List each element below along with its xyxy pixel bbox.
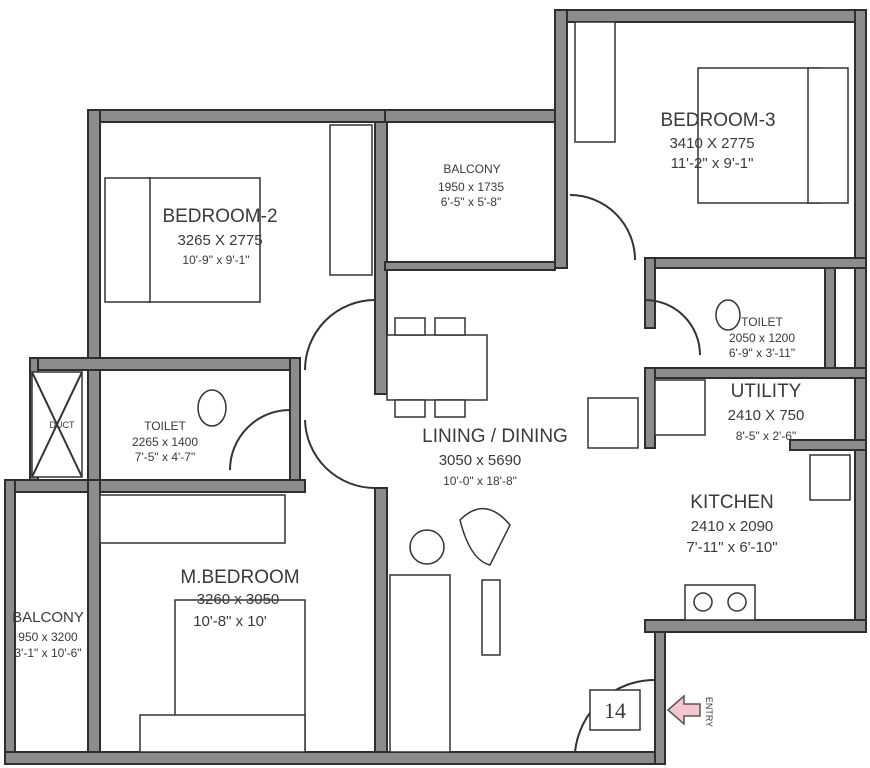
utility-mm: 2410 X 750	[728, 407, 805, 424]
balcony-left-mm: 950 x 3200	[18, 630, 78, 644]
unit-number-box	[589, 689, 641, 731]
balcony-left-ft: 3'-1" x 10'-6"	[14, 646, 81, 660]
balcony-left-name: BALCONY	[12, 609, 84, 626]
kitchen-name: KITCHEN	[690, 492, 773, 513]
bedroom3-mm: 3410 X 2775	[669, 135, 754, 152]
living-mm: 3050 x 5690	[439, 452, 522, 469]
toilet-left-mm: 2265 x 1400	[132, 435, 198, 449]
utility-name: UTILITY	[731, 381, 802, 402]
toilet-right-name: TOILET	[741, 315, 783, 329]
balcony-top-ft: 6'-5" x 5'-8"	[441, 195, 501, 209]
entry-arrow-icon	[666, 694, 701, 726]
balcony-top-name: BALCONY	[443, 162, 500, 176]
furniture	[31, 21, 851, 753]
utility-ft: 8'-5" x 2'-6"	[736, 429, 796, 443]
living-ft: 10'-0" x 18'-8"	[443, 474, 517, 488]
doors	[229, 194, 701, 753]
toilet-left-name: TOILET	[144, 419, 186, 433]
wardrobe-m	[99, 494, 286, 544]
bedroom3-name: BEDROOM-3	[660, 110, 775, 131]
wardrobe-2	[329, 124, 373, 276]
mbedroom-ft: 10'-8" x 10'	[193, 613, 267, 630]
entry-marker: ENTRY	[666, 694, 714, 727]
kitchen-ft: 7'-11" x 6'-10"	[686, 539, 777, 556]
bedroom2-name: BEDROOM-2	[162, 206, 277, 227]
living-name: LINING / DINING	[422, 426, 568, 447]
toilet-right-mm: 2050 x 1200	[729, 331, 795, 345]
toilet-left-ft: 7'-5" x 4'-7"	[135, 450, 195, 464]
dining-table	[386, 334, 488, 401]
duct-name: DUCT	[50, 420, 75, 430]
kitchen-mm: 2410 x 2090	[691, 518, 774, 535]
balcony-top-mm: 1950 x 1735	[438, 180, 504, 194]
mbedroom-mm: 3260 x 3050	[197, 591, 280, 608]
bed-3	[697, 67, 821, 204]
bed-2	[147, 177, 261, 303]
bedroom2-mm: 3265 X 2775	[177, 232, 262, 249]
bedroom2-ft: 10'-9" x 9'-1"	[182, 253, 249, 267]
entry-label: ENTRY	[704, 697, 714, 727]
walls	[4, 9, 867, 765]
sink	[809, 454, 851, 501]
room-labels: BEDROOM-2 3265 X 2775 10'-9" x 9'-1" BED…	[12, 110, 804, 723]
unit-number: 14	[604, 698, 626, 723]
bedroom3-ft: 11'-2" x 9'-1"	[671, 155, 754, 172]
mbedroom-name: M.BEDROOM	[180, 567, 299, 588]
wardrobe-3	[574, 21, 616, 143]
sofa	[389, 574, 451, 753]
toilet-right-ft: 6'-9" x 3'-11"	[729, 346, 795, 360]
